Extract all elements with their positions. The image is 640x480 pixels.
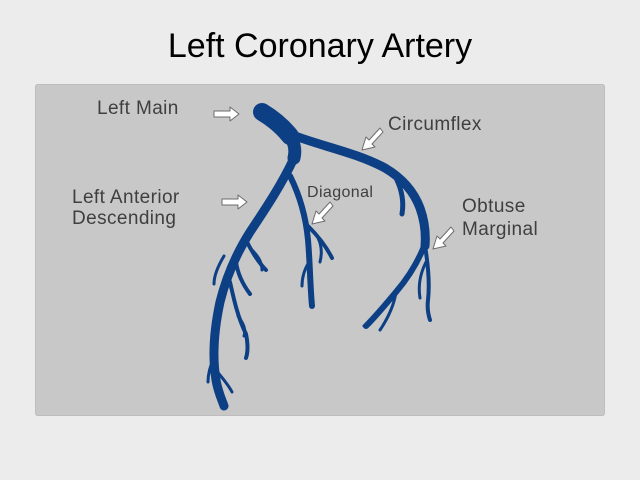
- slide-title: Left Coronary Artery: [167, 27, 473, 65]
- label-obtuse-line1: Obtuse: [462, 196, 526, 217]
- diagonal-branch-1: [306, 224, 334, 260]
- diagonal-arrow: [311, 201, 334, 225]
- lad-branch-1: [244, 238, 268, 272]
- obtuse-marginal-arrow: [432, 226, 455, 250]
- diagonal-artery: [287, 173, 315, 309]
- lad-branch-1b: [250, 248, 264, 272]
- circumflex-artery: [285, 129, 430, 251]
- obtuse-marginal-twig-1: [378, 290, 398, 332]
- lad-branch-2: [234, 260, 252, 296]
- label-diagonal: Diagonal: [307, 184, 374, 201]
- label-lad-line2: Descending: [72, 208, 177, 229]
- lad-distal-twig-2: [206, 356, 216, 384]
- obtuse-marginal-artery: [363, 241, 428, 329]
- label-obtuse-line2: Marginal: [462, 219, 539, 240]
- circumflex-distal: [423, 244, 432, 322]
- lad-branch-4: [212, 254, 226, 286]
- circumflex-small-branch: [393, 175, 406, 217]
- lad-arrow: [221, 194, 248, 210]
- label-lad-line1: Left Anterior: [72, 187, 180, 208]
- left-main-arrow: [213, 106, 240, 122]
- lad-branch-3b: [236, 314, 247, 338]
- label-circumflex: Circumflex: [388, 114, 482, 135]
- lad-distal-twig-1: [214, 368, 234, 394]
- circumflex-distal-twig: [417, 260, 428, 300]
- diagonal-branch-2: [300, 260, 311, 288]
- label-left-main: Left Main: [97, 98, 179, 119]
- circumflex-arrow: [361, 127, 384, 151]
- lad-artery: [209, 153, 299, 411]
- obtuse-marginal-twig-2: [362, 304, 387, 328]
- lad-branch-3: [228, 280, 250, 360]
- diagonal-branch-1b: [316, 236, 323, 264]
